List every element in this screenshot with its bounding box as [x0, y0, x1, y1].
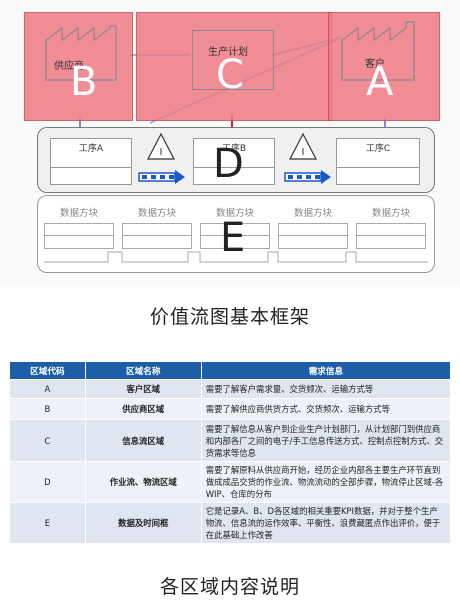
letter-e: E	[220, 215, 246, 261]
supplier-factory-icon	[45, 25, 117, 81]
letter-c: C	[216, 52, 244, 98]
row-code: D	[9, 461, 86, 503]
table-row: A 客户区域 需要了解客户需求量、交货频次、运输方式等	[9, 379, 452, 399]
customer-factory-icon	[341, 21, 415, 81]
row-code: E	[9, 502, 86, 544]
row-code: B	[9, 398, 86, 420]
data-block-title: 数据方块	[215, 208, 254, 219]
header-name: 区域名称	[84, 361, 202, 380]
region-info-table: 区域代码 区域名称 需求信息 A 客户区域 需要了解客户需求量、交货频次、运输方…	[9, 361, 452, 544]
process-b-title: 工序B	[221, 144, 247, 154]
letter-d: D	[213, 141, 244, 187]
process-a-title: 工序A	[78, 144, 104, 154]
plan-label: 生产计划	[208, 47, 248, 58]
process-b-box: 工序B	[193, 138, 275, 185]
row-info: 需要了解信息从客户到企业生产计划部门，从计划部门到供应商和内部各厂之间的电子/手…	[200, 419, 452, 462]
row-info: 需要了解原料从供应商开始，经历企业内部各主要生产环节直到做成成品交货的作业流、物…	[200, 461, 452, 503]
region-d-process-row: 工序A 工序B 工序C I I	[37, 127, 435, 193]
plan-box	[192, 30, 274, 90]
row-name: 数据及时间框	[84, 502, 202, 544]
process-c-title: 工序C	[365, 144, 391, 154]
inventory-triangle-icon: I	[147, 132, 175, 160]
table-row: E 数据及时间框 它是记录A、B、D各区域的相关重要KPI数据，并对于整个生产物…	[9, 502, 452, 544]
data-block: 数据方块	[122, 201, 192, 249]
table-header-row: 区域代码 区域名称 需求信息	[9, 361, 452, 380]
push-arrow-icon	[284, 170, 331, 184]
data-block: 数据方块	[44, 201, 114, 249]
supplier-label: 供应商	[54, 61, 84, 72]
region-e-data-row: 数据方块 数据方块 数据方块 数据方块 数据方块	[37, 195, 435, 273]
data-block-title: 数据方块	[293, 208, 332, 219]
diagram-caption: 价值流图基本框架	[149, 306, 310, 328]
data-block: 数据方块	[200, 201, 270, 249]
svg-text:I: I	[302, 147, 305, 158]
row-info: 需要了解客户需求量、交货频次、运输方式等	[200, 379, 452, 399]
letter-a: A	[366, 59, 394, 105]
table-row: B 供应商区域 需要了解供应商供货方式、交货频次、运输方式等	[9, 398, 452, 420]
process-c-box: 工序C	[336, 138, 420, 185]
header-code: 区域代码	[9, 361, 86, 380]
header-info: 需求信息	[200, 361, 452, 380]
inventory-triangle-icon: I	[289, 132, 317, 160]
table-row: D 作业流、物流区域 需要了解原料从供应商开始，经历企业内部各主要生产环节直到做…	[9, 461, 452, 503]
data-block-title: 数据方块	[371, 208, 410, 219]
data-block: 数据方块	[278, 201, 348, 249]
data-block-title: 数据方块	[59, 208, 98, 219]
data-block-title: 数据方块	[137, 208, 176, 219]
row-name: 客户区域	[84, 379, 202, 399]
letter-b: B	[70, 59, 98, 105]
row-info: 需要了解供应商供货方式、交货频次、运输方式等	[200, 398, 452, 420]
value-stream-diagram: 供应商 生产计划 客户 B C A 工序A 工序B 工序C I I	[0, 0, 460, 285]
timeline-line	[44, 251, 428, 263]
row-code: C	[9, 419, 86, 462]
row-name: 供应商区域	[84, 398, 202, 420]
region-a-customer	[328, 12, 440, 121]
process-a-box: 工序A	[50, 138, 132, 185]
row-name: 作业流、物流区域	[84, 461, 202, 503]
push-arrow-icon	[138, 170, 185, 184]
row-code: A	[9, 379, 86, 399]
table-caption: 各区域内容说明	[159, 576, 300, 598]
customer-label: 客户	[365, 59, 385, 70]
row-name: 信息流区域	[84, 419, 202, 462]
svg-text:I: I	[160, 147, 163, 158]
data-block: 数据方块	[356, 201, 426, 249]
table-row: C 信息流区域 需要了解信息从客户到企业生产计划部门，从计划部门到供应商和内部各…	[9, 419, 452, 462]
row-info: 它是记录A、B、D各区域的相关重要KPI数据，并对于整个生产物流、信息流的运作效…	[200, 502, 452, 544]
